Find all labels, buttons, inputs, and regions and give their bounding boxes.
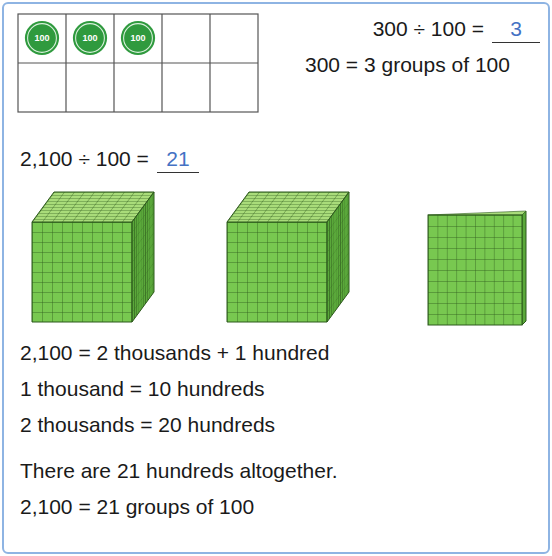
disc-value: 100 (120, 20, 156, 56)
counter-disc: 100 (120, 20, 156, 56)
answer-blank: 3 (492, 16, 540, 43)
answer-blank: 21 (157, 146, 199, 173)
statement: 2,100 = 2 thousands + 1 hundred (20, 340, 329, 366)
equation: 2,100 ÷ 100 = (20, 146, 149, 172)
statement: There are 21 hundreds altogether. (20, 458, 338, 484)
statement: 1 thousand = 10 hundreds (20, 376, 265, 402)
statement: 2 thousands = 20 hundreds (20, 412, 275, 438)
statement: 2,100 = 21 groups of 100 (20, 494, 254, 520)
statement: 300 = 3 groups of 100 (305, 52, 510, 78)
disc-value: 100 (24, 20, 60, 56)
counter-disc: 100 (24, 20, 60, 56)
equation: 300 ÷ 100 = (373, 16, 484, 42)
counter-disc: 100 (72, 20, 108, 56)
disc-value: 100 (72, 20, 108, 56)
